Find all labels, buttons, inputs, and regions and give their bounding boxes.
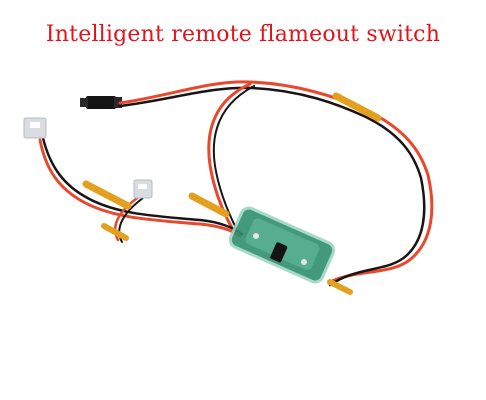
clear-connector-left (23, 117, 47, 139)
output-wire (327, 279, 353, 295)
servo-connector (80, 96, 122, 109)
product-caption: Intelligent remote flameout switch (45, 22, 441, 47)
left-wire-bundle (38, 136, 244, 243)
heat-shrink-loop (188, 92, 382, 218)
switch-module (228, 206, 336, 284)
loop-wire (118, 80, 434, 287)
clear-connector-middle (133, 179, 153, 199)
